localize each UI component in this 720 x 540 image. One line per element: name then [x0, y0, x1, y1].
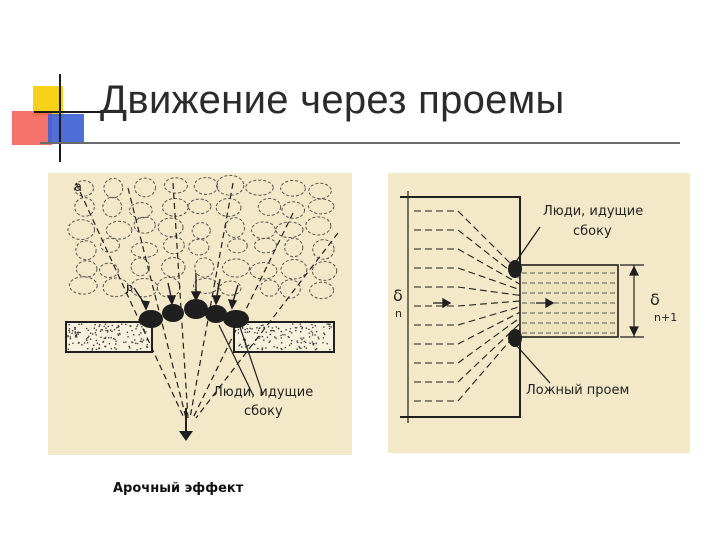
crowd-person [193, 176, 219, 195]
crowd-person [280, 258, 308, 280]
crowd-person [130, 242, 159, 258]
exit-arrow [179, 431, 193, 441]
crowd-person [188, 238, 210, 256]
slide-title: Движение через проемы [100, 78, 565, 122]
crowd-person [75, 240, 97, 261]
crowd-person [99, 262, 119, 278]
crowd-person [74, 197, 95, 217]
crowd-person [281, 201, 306, 219]
crowd-person [253, 237, 278, 254]
delta-n-subscript: n [395, 307, 402, 320]
crowd-person [194, 257, 215, 278]
crowd-person [215, 198, 242, 217]
crowd-person [100, 237, 120, 253]
side-people-label-1: Люди, идущие [213, 385, 313, 400]
crowd-person [130, 257, 150, 277]
delta-n1-subscript: n+1 [654, 311, 677, 324]
crowd-person [157, 217, 184, 238]
left-wall [65, 321, 153, 353]
crowd-person [279, 279, 301, 299]
crowd-person [163, 236, 185, 255]
crowd-person [163, 177, 188, 194]
title-divider [40, 142, 680, 144]
room-outline [400, 191, 521, 423]
label-p: р [126, 281, 133, 294]
corridor [519, 264, 619, 338]
crowd-person [257, 197, 282, 216]
corner-decoration [12, 74, 104, 162]
figure-caption: Арочный эффект [113, 481, 244, 496]
delta-n1-symbol: δ [650, 290, 660, 309]
crowd-person [284, 237, 304, 258]
crowd-person [312, 239, 335, 260]
crowd-person [221, 258, 250, 278]
crowd-person [259, 279, 280, 297]
crowd-person [133, 216, 156, 234]
crowd-person [103, 177, 124, 199]
delta-n-symbol: δ [393, 286, 403, 305]
crowd-person [307, 198, 335, 215]
crowd-person [75, 260, 98, 278]
crowd-person [219, 280, 242, 296]
false-opening-label: Ложный проем [526, 383, 629, 398]
side-people-label-1: Люди, идущие [543, 204, 643, 219]
crowd-person [134, 177, 156, 198]
crowd-person [68, 276, 98, 295]
label-a: а [74, 180, 82, 195]
crowd-person [225, 217, 245, 239]
people-at-opening [139, 299, 249, 328]
crowd-person [227, 238, 248, 254]
crowd-person [245, 179, 274, 196]
crowd-person [67, 219, 96, 241]
false-opening-figure: Люди, идущие сбоку δ n δ n+1 Ложный прое… [388, 173, 690, 453]
side-people-label-2: сбоку [573, 224, 612, 239]
arch-effect-figure: а р Люди, идущие сбоку [48, 173, 352, 455]
crowd-person [311, 260, 338, 281]
side-people-label-2: сбоку [244, 404, 283, 419]
crowd-person [308, 182, 332, 200]
crowd-person [280, 179, 306, 197]
side-people [508, 260, 522, 347]
crowd-person [305, 216, 332, 236]
crowd-person [102, 277, 130, 298]
crowd-person [249, 262, 278, 280]
crowd-person [161, 257, 186, 278]
crowd-person [275, 221, 304, 239]
crowd-person [102, 196, 123, 218]
flow-lines [414, 210, 521, 402]
